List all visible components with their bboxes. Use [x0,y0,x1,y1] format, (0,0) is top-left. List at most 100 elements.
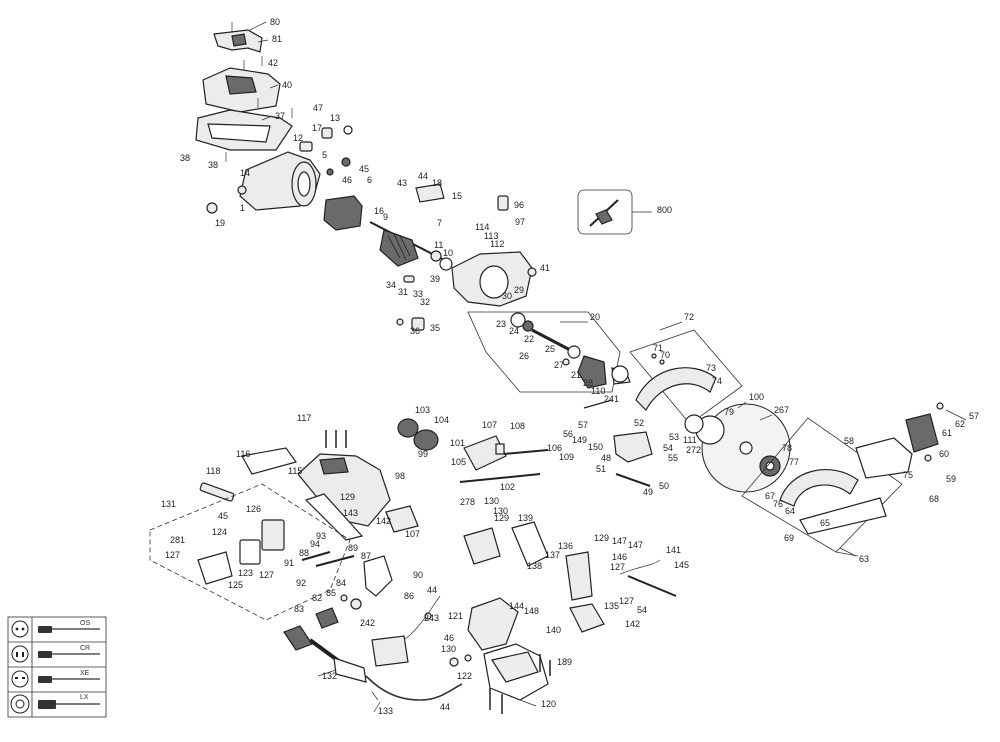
part-label-p77: 77 [789,457,799,467]
part-label-p106: 106 [547,443,562,453]
part-label-p79: 79 [724,407,734,417]
part-label-p54a: 54 [663,443,673,453]
part-label-p105: 105 [451,457,466,467]
part-label-p123: 123 [238,568,253,578]
part-label-p40: 40 [282,80,292,90]
part-label-p126: 126 [246,504,261,514]
part-label-p34: 34 [386,280,396,290]
part-label-p102: 102 [500,482,515,492]
part-label-p146: 146 [612,552,627,562]
part-label-p129a: 129 [340,492,355,502]
part-label-p61: 61 [942,428,952,438]
part-label-p83: 83 [294,604,304,614]
part-label-p131: 131 [161,499,176,509]
part-label-p149: 149 [572,435,587,445]
part-label-p27: 27 [554,360,564,370]
part-label-p272: 272 [686,445,701,455]
part-label-p85: 85 [326,588,336,598]
part-label-p89: 89 [348,543,358,553]
legend-code-cr: CR [80,645,90,652]
part-label-p127c: 127 [259,570,274,580]
part-label-p43: 43 [397,178,407,188]
part-label-p127a: 127 [165,550,180,560]
part-label-p118: 118 [206,466,220,476]
part-label-p35: 35 [430,323,440,333]
power-cable [283,625,463,701]
part-label-p24: 24 [509,326,519,336]
pump-and-hose [371,595,441,667]
part-label-p80: 80 [270,17,280,27]
part-label-p65: 65 [820,518,830,528]
part-label-p51: 51 [596,464,606,474]
part-label-p82: 82 [312,593,322,603]
part-label-p138: 138 [527,561,542,571]
part-label-p30: 30 [502,291,512,301]
part-label-p28: 28 [583,378,593,388]
part-label-p800: 800 [657,205,672,215]
part-label-p12: 12 [293,133,303,143]
part-label-p120: 120 [541,699,556,709]
part-label-p18: 18 [432,178,442,188]
part-label-p49: 49 [643,487,653,497]
part-label-p52: 52 [634,418,644,428]
part-label-p267: 267 [774,405,789,415]
part-label-p129c: 129 [594,533,609,543]
part-label-p103: 103 [415,405,430,415]
part-label-p147b: 147 [628,540,643,550]
part-label-p17: 17 [312,123,322,133]
part-label-p111: 111 [683,435,697,445]
part-label-p84: 84 [336,578,346,588]
part-label-p25: 25 [545,344,555,354]
part-label-p81: 81 [272,34,282,44]
part-label-p46: 46 [342,175,352,185]
part-label-p64: 64 [785,506,795,516]
part-label-p11: 11 [434,240,443,250]
part-label-p38a: 38 [180,153,190,163]
part-label-p19: 19 [215,218,225,228]
part-label-p113: 113 [484,231,498,241]
part-label-p68: 68 [929,494,939,504]
part-label-p140: 140 [546,625,561,635]
part-label-p31: 31 [398,287,408,297]
part-label-p137: 137 [545,550,560,560]
part-label-p41: 41 [540,263,550,273]
part-label-p55: 55 [668,453,678,463]
part-label-p189: 189 [557,657,572,667]
plug-legend: OS CR XE LX [7,616,107,718]
part-label-p141: 141 [666,545,681,555]
part-label-p72: 72 [684,312,694,322]
part-label-p142b: 142 [625,619,640,629]
part-label-p73: 73 [706,363,716,373]
part-label-p278: 278 [460,497,475,507]
armature [369,221,453,271]
part-label-p130c: 130 [441,644,456,654]
part-label-p14: 14 [240,168,250,178]
part-label-p44a: 44 [418,171,428,181]
gearbox-and-transmission [397,399,653,487]
lower-blade-guard [741,417,903,557]
part-label-p70: 70 [660,350,670,360]
part-label-p15: 15 [452,191,462,201]
part-label-p132: 132 [322,671,337,681]
gear-housing [396,195,537,331]
part-label-p1: 1 [240,203,245,213]
part-label-p110: 110 [591,386,605,396]
part-label-p67: 67 [765,491,775,501]
part-label-p114: 114 [475,222,489,232]
part-label-p75: 75 [903,470,913,480]
part-label-p10: 10 [443,248,453,258]
part-label-p93: 93 [316,531,326,541]
part-label-p71: 71 [653,343,663,353]
clamp-and-bevel-plates [463,521,677,633]
part-label-p112: 112 [490,239,504,249]
part-label-p58: 58 [844,436,854,446]
plug-icon [10,620,30,714]
part-label-p76: 76 [773,499,783,509]
part-label-p145: 145 [674,560,689,570]
part-label-p243: 243 [424,613,439,623]
part-label-p39: 39 [430,274,440,284]
part-label-p50: 50 [659,481,669,491]
upper-blade-guard [611,329,743,425]
switch-assembly [149,482,351,621]
